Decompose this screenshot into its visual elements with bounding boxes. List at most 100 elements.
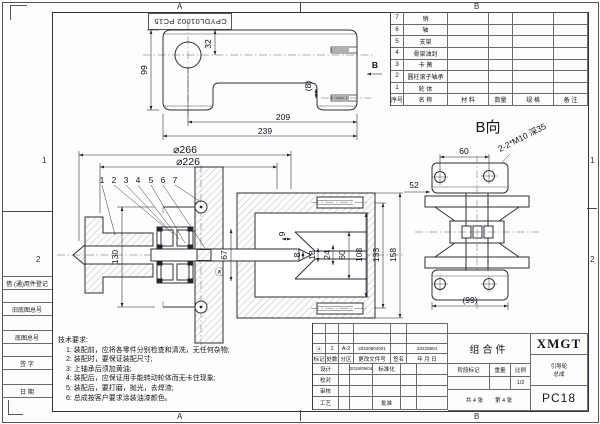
rev-date: 20220804 (407, 344, 448, 354)
dim-24: 24 (322, 250, 332, 260)
part-type: 组合件 (448, 334, 531, 364)
zone-label: 2 (590, 255, 595, 264)
process-label: 工艺 (313, 397, 339, 410)
part-no: 1 (391, 82, 404, 95)
rev-zone: A-2 (339, 344, 354, 354)
corner-mark (8, 414, 23, 415)
margin-label: 旧底图总号 (2, 302, 52, 315)
zone-label: 1 (590, 156, 595, 165)
threaded-holes (330, 46, 357, 102)
support-bracket (236, 192, 376, 319)
stage-label: 阶段标记 (448, 364, 490, 377)
inner-frame (52, 12, 589, 412)
part-name: 骨架油封 (404, 47, 448, 60)
dim-130: 130 (110, 250, 120, 264)
corner-mark (10, 5, 11, 20)
dim-239: 239 (258, 126, 272, 136)
sheets-total: 共 4 张 (465, 398, 483, 404)
bearing-assembly (156, 226, 194, 284)
margin-cell (2, 315, 52, 330)
zone-tick-left (2, 211, 52, 212)
idler-wheel-front (415, 156, 540, 310)
zone-tick-top (300, 2, 301, 12)
idler-rim-section (72, 206, 195, 308)
zone-tick-right (587, 208, 597, 209)
rev-count: 1 (326, 344, 339, 354)
main-dimensions: ⌀266 ⌀226 130 67 9 8 18 24 60 108 (78, 144, 403, 319)
part-name: 轮 体 (404, 82, 448, 95)
dim-9: 9 (277, 231, 287, 236)
weight-label: 重量 (490, 364, 511, 377)
margin-label: 日 期 (2, 384, 52, 397)
tech-item: 4: 装配后，应保证用手能转动轮体而无卡住现象; (66, 375, 216, 383)
staff-table: 设计 2019/09/04 标准化 校对 审核 工艺 批准 (313, 363, 448, 410)
rev-mark: ⓐ (313, 344, 326, 354)
dim-60: 60 (459, 146, 469, 156)
margin-cell (2, 369, 52, 384)
proofread-label: 校对 (313, 375, 339, 386)
zone-label: 2 (36, 255, 41, 264)
zone-label: B (474, 2, 480, 11)
part-name: 轴 (404, 24, 448, 37)
sheet-current: 第 4 张 (495, 398, 513, 404)
zone-label: B (474, 412, 480, 421)
tech-item: 5: 装配后，要打磨，抛光，去焊渣; (66, 384, 174, 392)
top-view: 99 32 (8) 209 239 B (139, 22, 382, 140)
rev-h-mark: 标记 (313, 354, 326, 364)
zone-label: A (177, 412, 183, 421)
callout-6: 6 (161, 175, 166, 185)
thread-note: 2-2*M10 深35 (496, 121, 548, 154)
main-section-view: ⌀266 ⌀226 130 67 9 8 18 24 60 108 (57, 144, 403, 345)
title-block: ⓐ 1 A-2 20220804001 20220804 标记 处数 分区 更改… (312, 323, 588, 411)
col-header: 材 料 (448, 94, 489, 106)
dim-8: 8 (292, 252, 302, 257)
dim-52: 52 (409, 180, 419, 190)
bracket-thread-holes (311, 196, 369, 315)
b-view-title: B向 (475, 119, 500, 136)
dim-d266: ⌀266 (173, 144, 197, 156)
rev-doc-no: 20220804001 (354, 344, 391, 354)
corner-mark (8, 400, 9, 415)
dim-133: 133 (371, 248, 381, 262)
part-no: 5 (391, 36, 404, 48)
part-name: 支架 (404, 36, 448, 48)
part-no: 2 (391, 71, 404, 83)
part-name: 卡 簧 (404, 59, 448, 72)
b-view-dimensions: 60 52 (99) (404, 146, 509, 310)
scale-value: 1/2 (511, 377, 531, 390)
design-date: 2019/09/04 (350, 363, 373, 375)
standardize-label: 标准化 (373, 363, 401, 375)
rev-h-sign: 签名 (391, 354, 407, 364)
bottom-bracket-plate (431, 269, 509, 301)
margin-cell (2, 343, 52, 356)
b-direction-view: B向 2-2*M10 深35 (404, 119, 548, 310)
margin-label: 底图总号 (2, 330, 52, 343)
corner-mark (10, 5, 27, 6)
view-b-arrow: B (366, 60, 382, 76)
part-no: 6 (391, 24, 404, 37)
tech-title: 技术要求: (58, 337, 88, 344)
margin-cell (2, 397, 52, 420)
technical-requirements: 技术要求: 1: 装配前，应将各零件分别检查和清洗，无任何杂物; 2: 装配时，… (58, 336, 310, 403)
stage-area: 组合件 阶段标记 重量 比例 1/2 共 4 张 第 4 张 (448, 333, 531, 411)
col-header: 数量 (489, 94, 513, 106)
revision-table: ⓐ 1 A-2 20220804001 20220804 标记 处数 分区 更改… (313, 323, 448, 364)
part-name: 圆柱滚子轴承 (404, 71, 448, 83)
top-view-dimensions: 99 32 (8) 209 239 (139, 29, 358, 140)
company-logo: XMGT (531, 334, 588, 355)
approve-label: 批准 (373, 397, 401, 410)
review-label: 审核 (313, 386, 339, 397)
dim-108: 108 (354, 248, 364, 262)
margin-label: 签 字 (2, 356, 52, 369)
tech-item: 3: 上轴承后须加黄油; (66, 365, 132, 373)
top-view-centerlines (143, 22, 375, 118)
pin-section (196, 249, 212, 261)
col-header: 备 注 (554, 94, 588, 106)
rev-h-date: 年 月 日 (407, 354, 448, 364)
zone-label: A (177, 2, 183, 11)
part-callouts: 1 2 3 4 5 6 7 (100, 175, 206, 249)
dim-32: 32 (203, 39, 213, 49)
view-b-label: B (372, 60, 378, 70)
tech-item: 6: 总成按客户要求涂装油漆颜色。 (66, 394, 172, 402)
